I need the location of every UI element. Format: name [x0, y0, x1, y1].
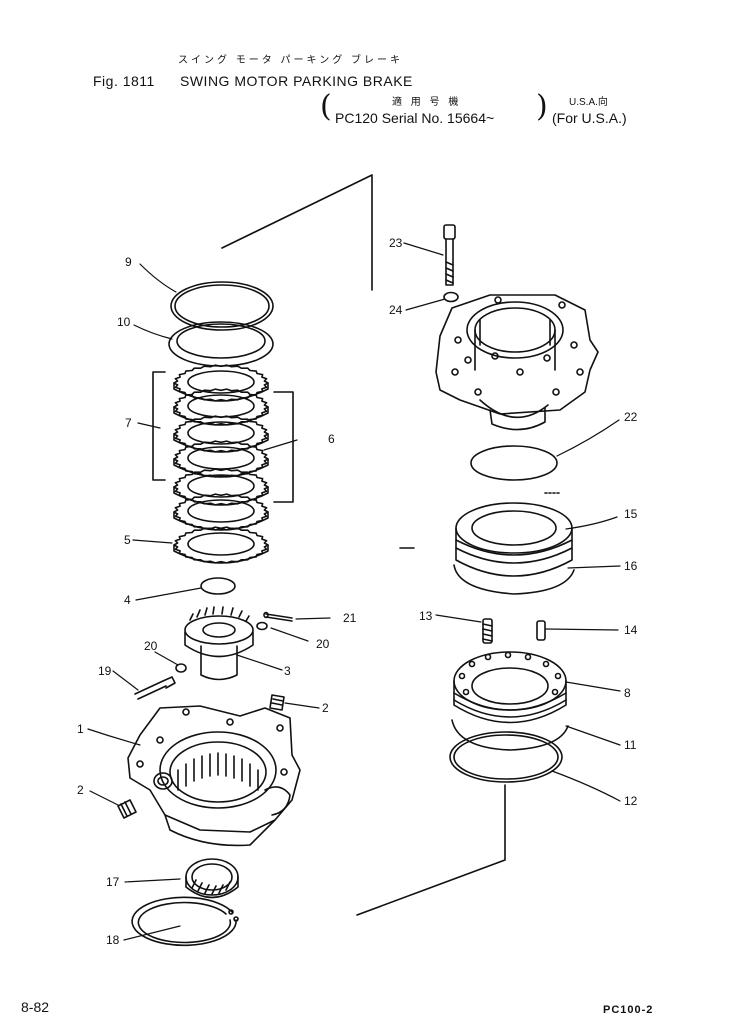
gear-case [435, 294, 599, 431]
callout-23: 23 [389, 236, 403, 250]
callout-9: 9 [125, 255, 132, 269]
callout-19: 19 [98, 664, 112, 678]
ring-10 [168, 321, 274, 367]
callout-2a: 2 [322, 701, 329, 715]
pinion-shaft-3 [184, 606, 254, 681]
brake-disc-stack [173, 364, 269, 564]
bracket-7 [152, 371, 166, 481]
callout-3: 3 [284, 664, 291, 678]
callout-17: 17 [106, 875, 120, 889]
piston-15 [455, 502, 573, 577]
callout-13: 13 [419, 609, 433, 623]
brake-disc [173, 468, 269, 506]
o-ring-4 [200, 577, 236, 595]
callout-14: 14 [624, 623, 638, 637]
model-code: PC100-2 [603, 1004, 654, 1016]
callout-4: 4 [124, 593, 131, 607]
group-connector-top [221, 174, 373, 291]
serial-range: PC120 Serial No. 15664~ [335, 110, 495, 126]
snap-ring-18 [131, 896, 239, 947]
callout-15: 15 [624, 507, 638, 521]
spring-13 [482, 618, 493, 644]
pin-14 [536, 620, 546, 641]
applicable-models-label: 適 用 号 機 [392, 97, 462, 108]
callout-8: 8 [624, 686, 631, 700]
washer-20-right [256, 621, 268, 631]
washer-20-left [175, 663, 187, 673]
group-connector-bottom [356, 784, 506, 916]
brake-disc [173, 415, 269, 453]
leader-lines [87, 242, 621, 941]
washer-24 [443, 291, 459, 303]
figure-number: Fig. 1811 [93, 73, 155, 89]
usa-kanji-label: U.S.A.向 [569, 97, 608, 108]
ring-16 [453, 564, 575, 595]
brake-disc [173, 388, 269, 426]
callout-6: 6 [328, 432, 335, 446]
callout-7: 7 [125, 416, 132, 430]
callout-1: 1 [77, 722, 84, 736]
callout-20a: 20 [144, 639, 158, 653]
seal-ring-12 [449, 731, 563, 783]
bolt-19 [134, 676, 176, 700]
o-ring-9 [170, 281, 274, 331]
japanese-title: スイング モータ パーキング ブレーキ [178, 55, 404, 66]
bracket-6 [273, 391, 294, 503]
pin-21 [263, 611, 293, 622]
brake-disc [173, 526, 269, 564]
callout-12: 12 [624, 794, 638, 808]
usa-label: (For U.S.A.) [552, 110, 627, 126]
ring-11 [451, 719, 569, 751]
callout-21: 21 [343, 611, 357, 625]
housing-1 [127, 705, 301, 847]
callout-10: 10 [117, 315, 131, 329]
bolt-23 [443, 224, 456, 286]
callout-18: 18 [106, 933, 120, 947]
callout-16: 16 [624, 559, 638, 573]
callout-20b: 20 [316, 637, 330, 651]
paren-open: ( [320, 89, 332, 124]
brake-disc [173, 493, 269, 531]
o-ring-22 [470, 445, 558, 481]
callout-24: 24 [389, 303, 403, 317]
brake-disc [173, 440, 269, 478]
page-number: 8-82 [21, 999, 50, 1015]
oil-seal-17 [185, 858, 239, 899]
cylinder-8 [453, 651, 567, 724]
plug-2-left [117, 799, 137, 819]
callout-5: 5 [124, 533, 131, 547]
plug-2-right [269, 694, 285, 711]
paren-close: ) [536, 89, 548, 124]
figure-title: SWING MOTOR PARKING BRAKE [180, 73, 413, 89]
callout-2b: 2 [77, 783, 84, 797]
callout-22: 22 [624, 410, 638, 424]
callout-11: 11 [624, 738, 637, 752]
